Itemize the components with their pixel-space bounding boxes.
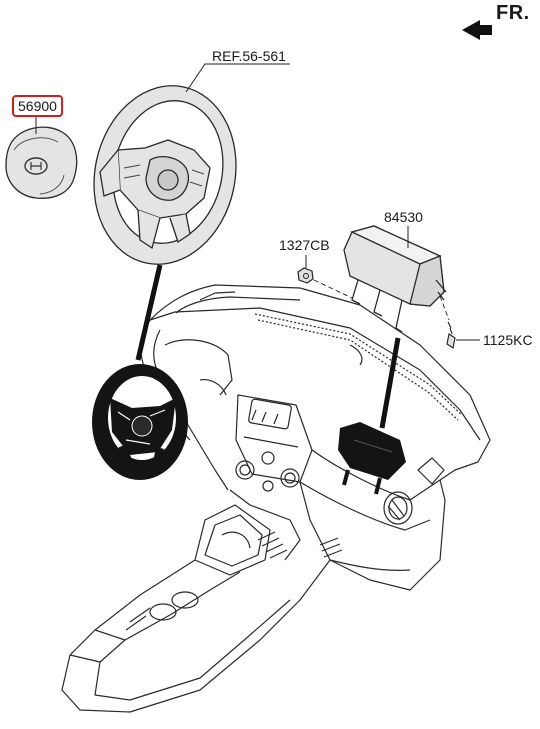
nut-alignment-line [313, 279, 353, 299]
leader-steering-ref [185, 63, 290, 93]
installed-passenger-airbag [338, 422, 406, 495]
label-nut[interactable]: 1327CB [279, 237, 330, 253]
label-airbag-module[interactable]: 56900 [12, 95, 63, 117]
label-steering-wheel-ref[interactable]: REF.56-561 [212, 48, 286, 64]
steering-wheel-part [93, 85, 237, 265]
label-passenger-airbag[interactable]: 84530 [384, 209, 423, 225]
front-direction-arrow-icon [462, 20, 492, 40]
bolt-part [446, 321, 456, 349]
bolt-alignment-line [439, 295, 450, 321]
brand-logo-icon [24, 157, 48, 175]
driver-airbag-module [5, 126, 78, 199]
nut-part [297, 267, 314, 284]
passenger-airbag-part [343, 225, 447, 333]
passenger-airbag-indicator-line [379, 337, 401, 429]
steering-wheel-indicator-line [135, 264, 163, 361]
dashboard-assembly [61, 284, 491, 713]
installed-steering-wheel [92, 364, 188, 480]
label-bolt[interactable]: 1125KC [483, 332, 533, 348]
direction-label: FR. [496, 2, 530, 24]
